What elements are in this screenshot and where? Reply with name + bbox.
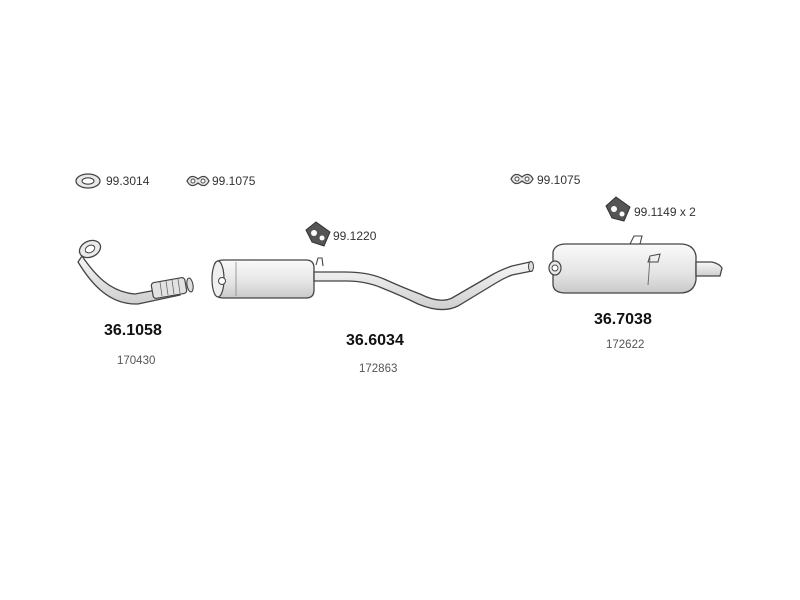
gasket-part-number: 99.3014 [106, 174, 150, 188]
gasket-ring-icon [75, 173, 101, 189]
center-silencer-code: 36.6034 [346, 332, 404, 349]
rear-silencer-ref: 172622 [606, 339, 645, 351]
center-silencer-ref: 172863 [359, 363, 398, 375]
rubber-mount-2-icon [605, 196, 631, 222]
mount-part-number: 99.1220 [333, 229, 377, 243]
front-pipe-code: 36.1058 [104, 322, 162, 339]
front-pipe-drawing [77, 239, 194, 305]
front-pipe-ref: 170430 [117, 355, 156, 367]
clamp-left-part-number: 99.1075 [212, 174, 256, 188]
clamp-right-part-number: 99.1075 [537, 173, 581, 187]
rear-silencer-drawing [548, 235, 723, 294]
center-silencer-drawing [211, 257, 534, 311]
clamp-right-icon [510, 173, 534, 185]
clamp-left-icon [186, 175, 210, 187]
rubber-mount-icon [305, 221, 331, 247]
mount-2-part-number: 99.1149 x 2 [634, 205, 696, 219]
rear-silencer-code: 36.7038 [594, 311, 652, 328]
